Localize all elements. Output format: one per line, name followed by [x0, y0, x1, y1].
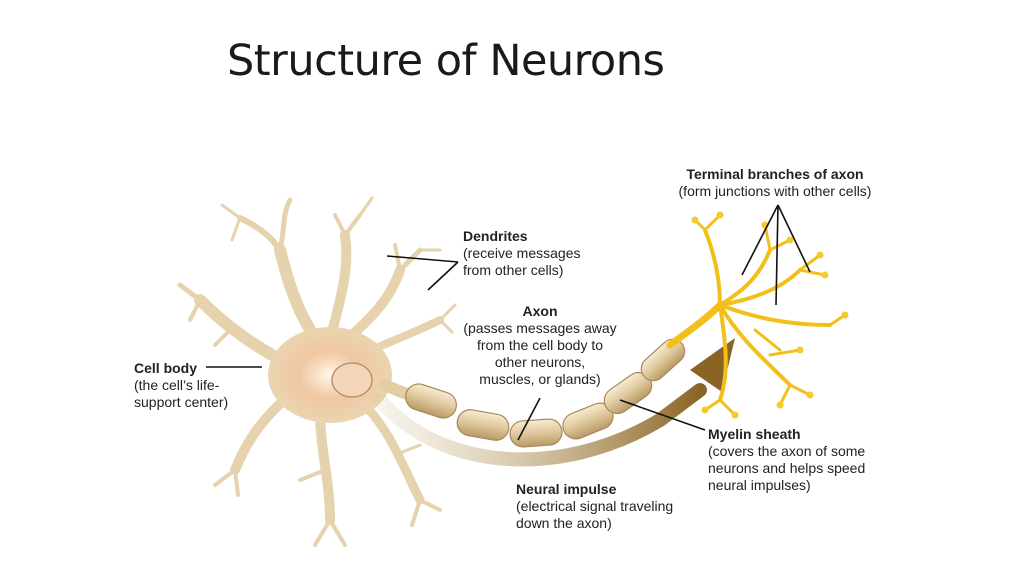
label-axon: Axon (passes messages away from the cell…	[452, 303, 628, 388]
dendrites-title: Dendrites	[463, 228, 528, 244]
label-neural-impulse: Neural impulse (electrical signal travel…	[516, 481, 673, 532]
leader-lines	[206, 204, 811, 441]
label-dendrites: Dendrites (receive messages from other c…	[463, 228, 581, 279]
cell-body-soma	[268, 327, 392, 423]
neural-impulse-description: (electrical signal traveling down the ax…	[516, 498, 674, 531]
slide-title: Structure of Neurons	[227, 36, 665, 86]
terminal-branches-description: (form junctions with other cells)	[678, 183, 872, 199]
cell-body-title: Cell body	[134, 360, 198, 376]
label-cell-body: Cell body (the cell’s life- support cent…	[134, 360, 228, 411]
axon-description: (passes messages away from the cell body…	[463, 320, 617, 387]
terminal-branches	[666, 213, 847, 417]
label-myelin-sheath: Myelin sheath (covers the axon of some n…	[708, 426, 865, 494]
axon-title: Axon	[522, 303, 558, 319]
terminal-branches-title: Terminal branches of axon	[686, 166, 864, 182]
myelin-sheath-description: (covers the axon of some neurons and hel…	[708, 443, 866, 493]
neural-impulse-title: Neural impulse	[516, 481, 617, 497]
dendrites-description: (receive messages from other cells)	[463, 245, 581, 278]
myelin-sheath-title: Myelin sheath	[708, 426, 801, 442]
cell-nucleus	[331, 362, 373, 398]
label-terminal-branches: Terminal branches of axon (form junction…	[655, 166, 895, 200]
cell-body-description: (the cell’s life- support center)	[134, 377, 229, 410]
terminal-buttons	[691, 211, 849, 419]
neural-impulse-arrow	[373, 383, 707, 467]
myelin-sheath-segments	[405, 338, 686, 448]
